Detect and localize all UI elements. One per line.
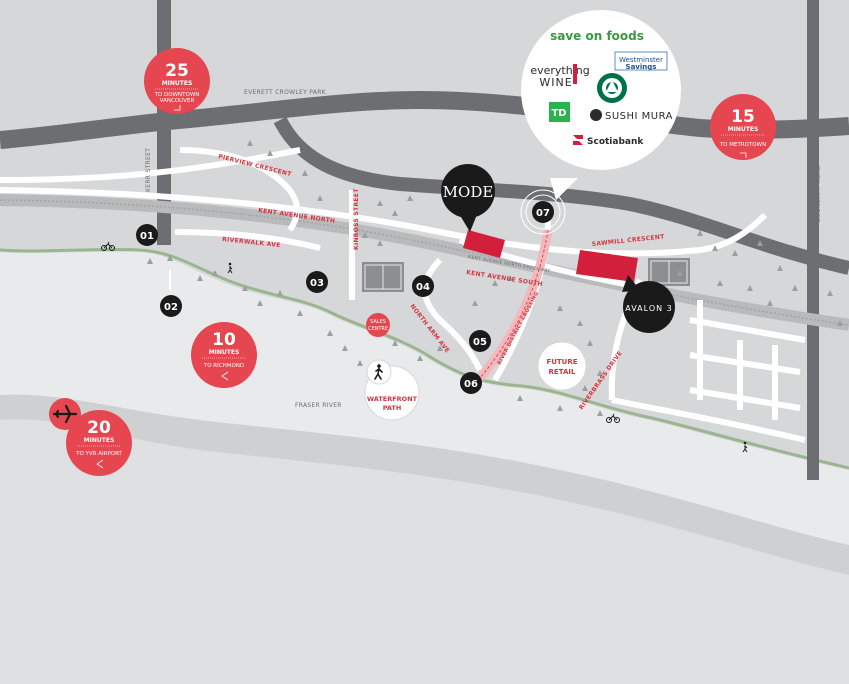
river-district-crossing-center: [479, 229, 549, 379]
place-label-fraser-river: FRASER RIVER: [295, 402, 342, 409]
travel-time-metrotown-minutes: 15: [731, 107, 755, 127]
wine-bottle-icon: [573, 64, 577, 84]
airplane-icon: [49, 398, 81, 430]
travel-time-yvr-airport[interactable]: 20 MINUTES TO YVR AIRPORT: [66, 410, 132, 476]
sales-centre-label-line2: CENTRE: [368, 326, 388, 332]
travel-time-yvr-unit: MINUTES: [84, 437, 115, 444]
brand-westminster-big: Savings: [626, 63, 657, 71]
marker-05-label: 05: [473, 337, 487, 348]
travel-time-downtown-vancouver[interactable]: 25 MINUTES TO DOWNTOWN VANCOUVER: [144, 48, 210, 114]
westminster-logo-box: [614, 51, 668, 71]
sales-centre-marker[interactable]: SALES CENTRE: [366, 313, 390, 337]
travel-time-richmond-unit: MINUTES: [209, 349, 240, 356]
travel-time-downtown-unit: MINUTES: [162, 80, 193, 87]
avalon-building-site: [576, 250, 638, 282]
sales-centre-label-line1: SALES: [370, 319, 386, 325]
travel-time-downtown-minutes: 25: [165, 61, 189, 81]
road-label-kerr-street: KERR STREET: [145, 148, 152, 192]
marker-03[interactable]: 03: [306, 271, 328, 293]
marker-04-label: 04: [416, 282, 430, 293]
brand-sushi-mura: SUSHI MURA: [605, 111, 673, 122]
scotiabank-logo-icon: [573, 135, 583, 145]
travel-time-metrotown-unit: MINUTES: [728, 126, 759, 133]
marker-03-label: 03: [310, 278, 324, 289]
marker-02[interactable]: 02: [160, 270, 182, 317]
travel-time-downtown-dest-1: TO DOWNTOWN: [154, 92, 200, 98]
soccer-field-right: [648, 258, 690, 286]
mode-building-site: [463, 230, 505, 258]
marker-07[interactable]: 07: [520, 189, 566, 235]
pedestrian-icon: [227, 262, 233, 274]
bicycle-icon: [606, 413, 620, 423]
brand-westminster-small: Westminster: [619, 56, 663, 64]
pedestrian-icon: [374, 364, 383, 380]
soccer-field-left: [362, 262, 404, 292]
brand-scotiabank: Scotiabank: [587, 137, 644, 147]
mode-building-label: MODE: [443, 183, 494, 201]
travel-time-richmond-dest-1: TO RICHMOND: [203, 363, 244, 369]
marker-04[interactable]: 04: [412, 275, 434, 297]
waterfront-path-poi[interactable]: WATERFRONT PATH: [364, 359, 420, 421]
marker-05[interactable]: 05: [469, 330, 491, 352]
waterfront-path-label-line1: WATERFRONT: [367, 395, 418, 403]
sushi-mura-logo-icon: [590, 109, 602, 121]
avalon-building-label: AVALON 3: [625, 304, 672, 313]
mode-building-marker[interactable]: MODE: [441, 164, 495, 232]
retail-brands-bubble[interactable]: save on foods everything WINE Westminste…: [521, 10, 681, 200]
marker-01[interactable]: 01: [136, 224, 158, 246]
waterfront-path-label-line2: PATH: [383, 404, 402, 412]
rail-line-center: [0, 199, 849, 326]
travel-time-richmond-minutes: 10: [212, 330, 236, 350]
future-retail-label-line1: FUTURE: [546, 358, 577, 366]
direction-arrow-icon: [740, 152, 747, 158]
road-label-boundary-road: BOUNDARY ROAD: [815, 165, 822, 222]
travel-time-richmond[interactable]: 10 MINUTES TO RICHMOND: [191, 322, 257, 388]
direction-arrow-icon: [96, 459, 104, 469]
bicycle-icon: [101, 241, 115, 251]
road-label-se-marine-drive: SE MARINE DRIVE: [362, 100, 420, 109]
travel-time-metrotown-dest-1: TO METROTOWN: [719, 142, 766, 148]
marker-01-label: 01: [140, 231, 154, 242]
road-label-marine-way: MARINE WAY: [385, 181, 426, 188]
waterfront-greenway: [0, 248, 849, 470]
avalon-building-marker[interactable]: AVALON 3: [622, 275, 675, 333]
river-far-shore: [0, 419, 849, 684]
direction-arrow-icon: [174, 105, 181, 111]
river-near-band: [0, 394, 849, 575]
travel-time-yvr-dest-1: TO YVR AIRPORT: [75, 451, 122, 457]
brand-save-on-foods: save on foods: [550, 29, 644, 43]
td-logo-icon: [549, 102, 570, 122]
travel-time-yvr-minutes: 20: [87, 418, 111, 438]
direction-arrow-icon: [221, 371, 229, 381]
brand-everything-wine-2: WINE: [539, 76, 572, 89]
starbucks-logo-icon: [597, 73, 627, 103]
future-retail-label-line2: RETAIL: [549, 368, 576, 376]
place-label-everett-crowley-park: EVERETT CROWLEY PARK: [244, 89, 327, 96]
travel-time-metrotown[interactable]: 15 MINUTES TO METROTOWN: [710, 94, 776, 160]
marker-02-label: 02: [164, 302, 178, 313]
brand-td: TD: [551, 108, 566, 119]
marker-06-label: 06: [464, 379, 478, 390]
pedestrian-icon: [742, 441, 748, 453]
future-retail-poi[interactable]: FUTURE RETAIL: [537, 341, 587, 391]
marker-07-label: 07: [536, 208, 550, 219]
travel-time-downtown-dest-2: VANCOUVER: [160, 98, 195, 104]
marker-06[interactable]: 06: [460, 372, 482, 394]
road-label-kinross-street: KINROSS STREET: [353, 188, 360, 250]
